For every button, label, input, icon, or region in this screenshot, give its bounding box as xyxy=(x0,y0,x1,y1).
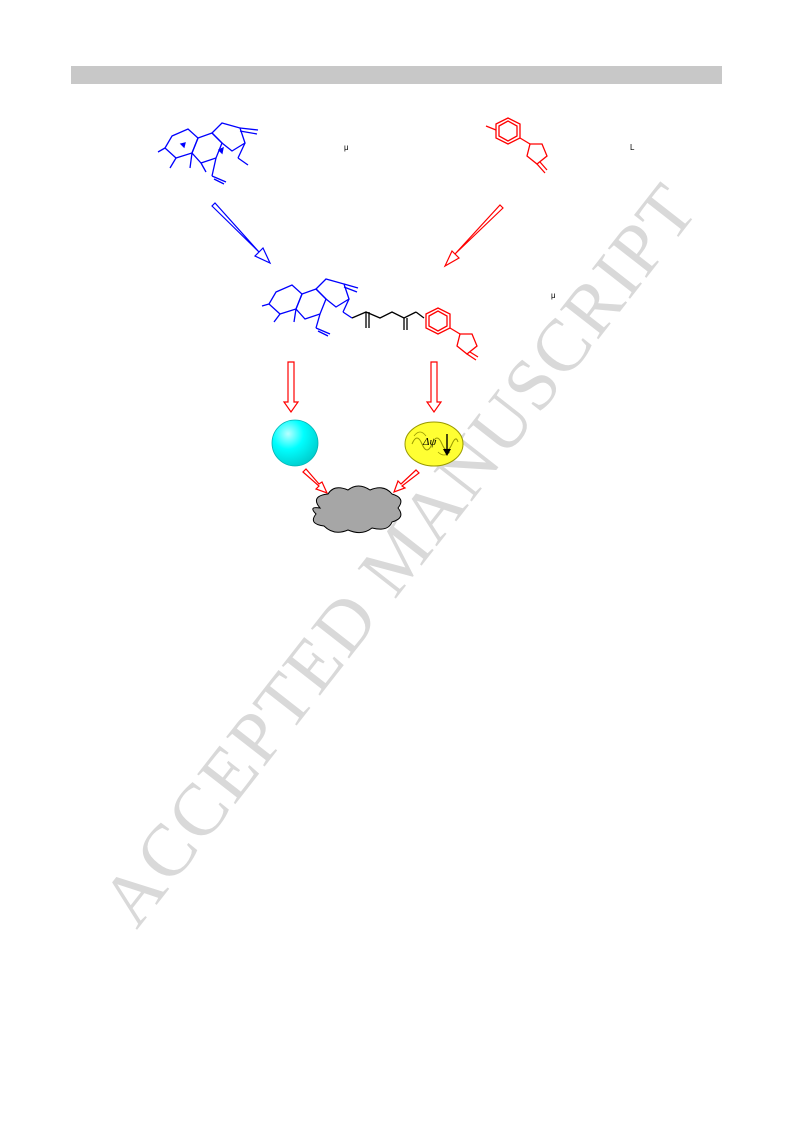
sphere-to-cloud-arrow-icon xyxy=(302,468,329,495)
sphere-icon xyxy=(271,419,319,467)
right-convergence-arrow-icon xyxy=(443,204,504,268)
mito-to-cloud-arrow-icon xyxy=(392,469,420,494)
hybrid-molecule-icon xyxy=(261,278,479,361)
cloud-icon xyxy=(312,485,402,534)
left-down-arrow-icon xyxy=(282,361,300,414)
left-molecule-icon xyxy=(157,122,259,185)
tiny-mark-2: L xyxy=(630,143,635,152)
header-bar xyxy=(71,66,722,84)
tiny-mark-1: μ xyxy=(344,143,349,152)
membrane-potential-label: Δψ xyxy=(423,436,437,448)
mitochondrion-icon xyxy=(404,421,464,467)
right-molecule-icon xyxy=(485,117,548,174)
tiny-mark-3: μ xyxy=(551,291,556,300)
left-convergence-arrow-icon xyxy=(211,202,272,265)
right-down-arrow-icon xyxy=(425,361,443,414)
